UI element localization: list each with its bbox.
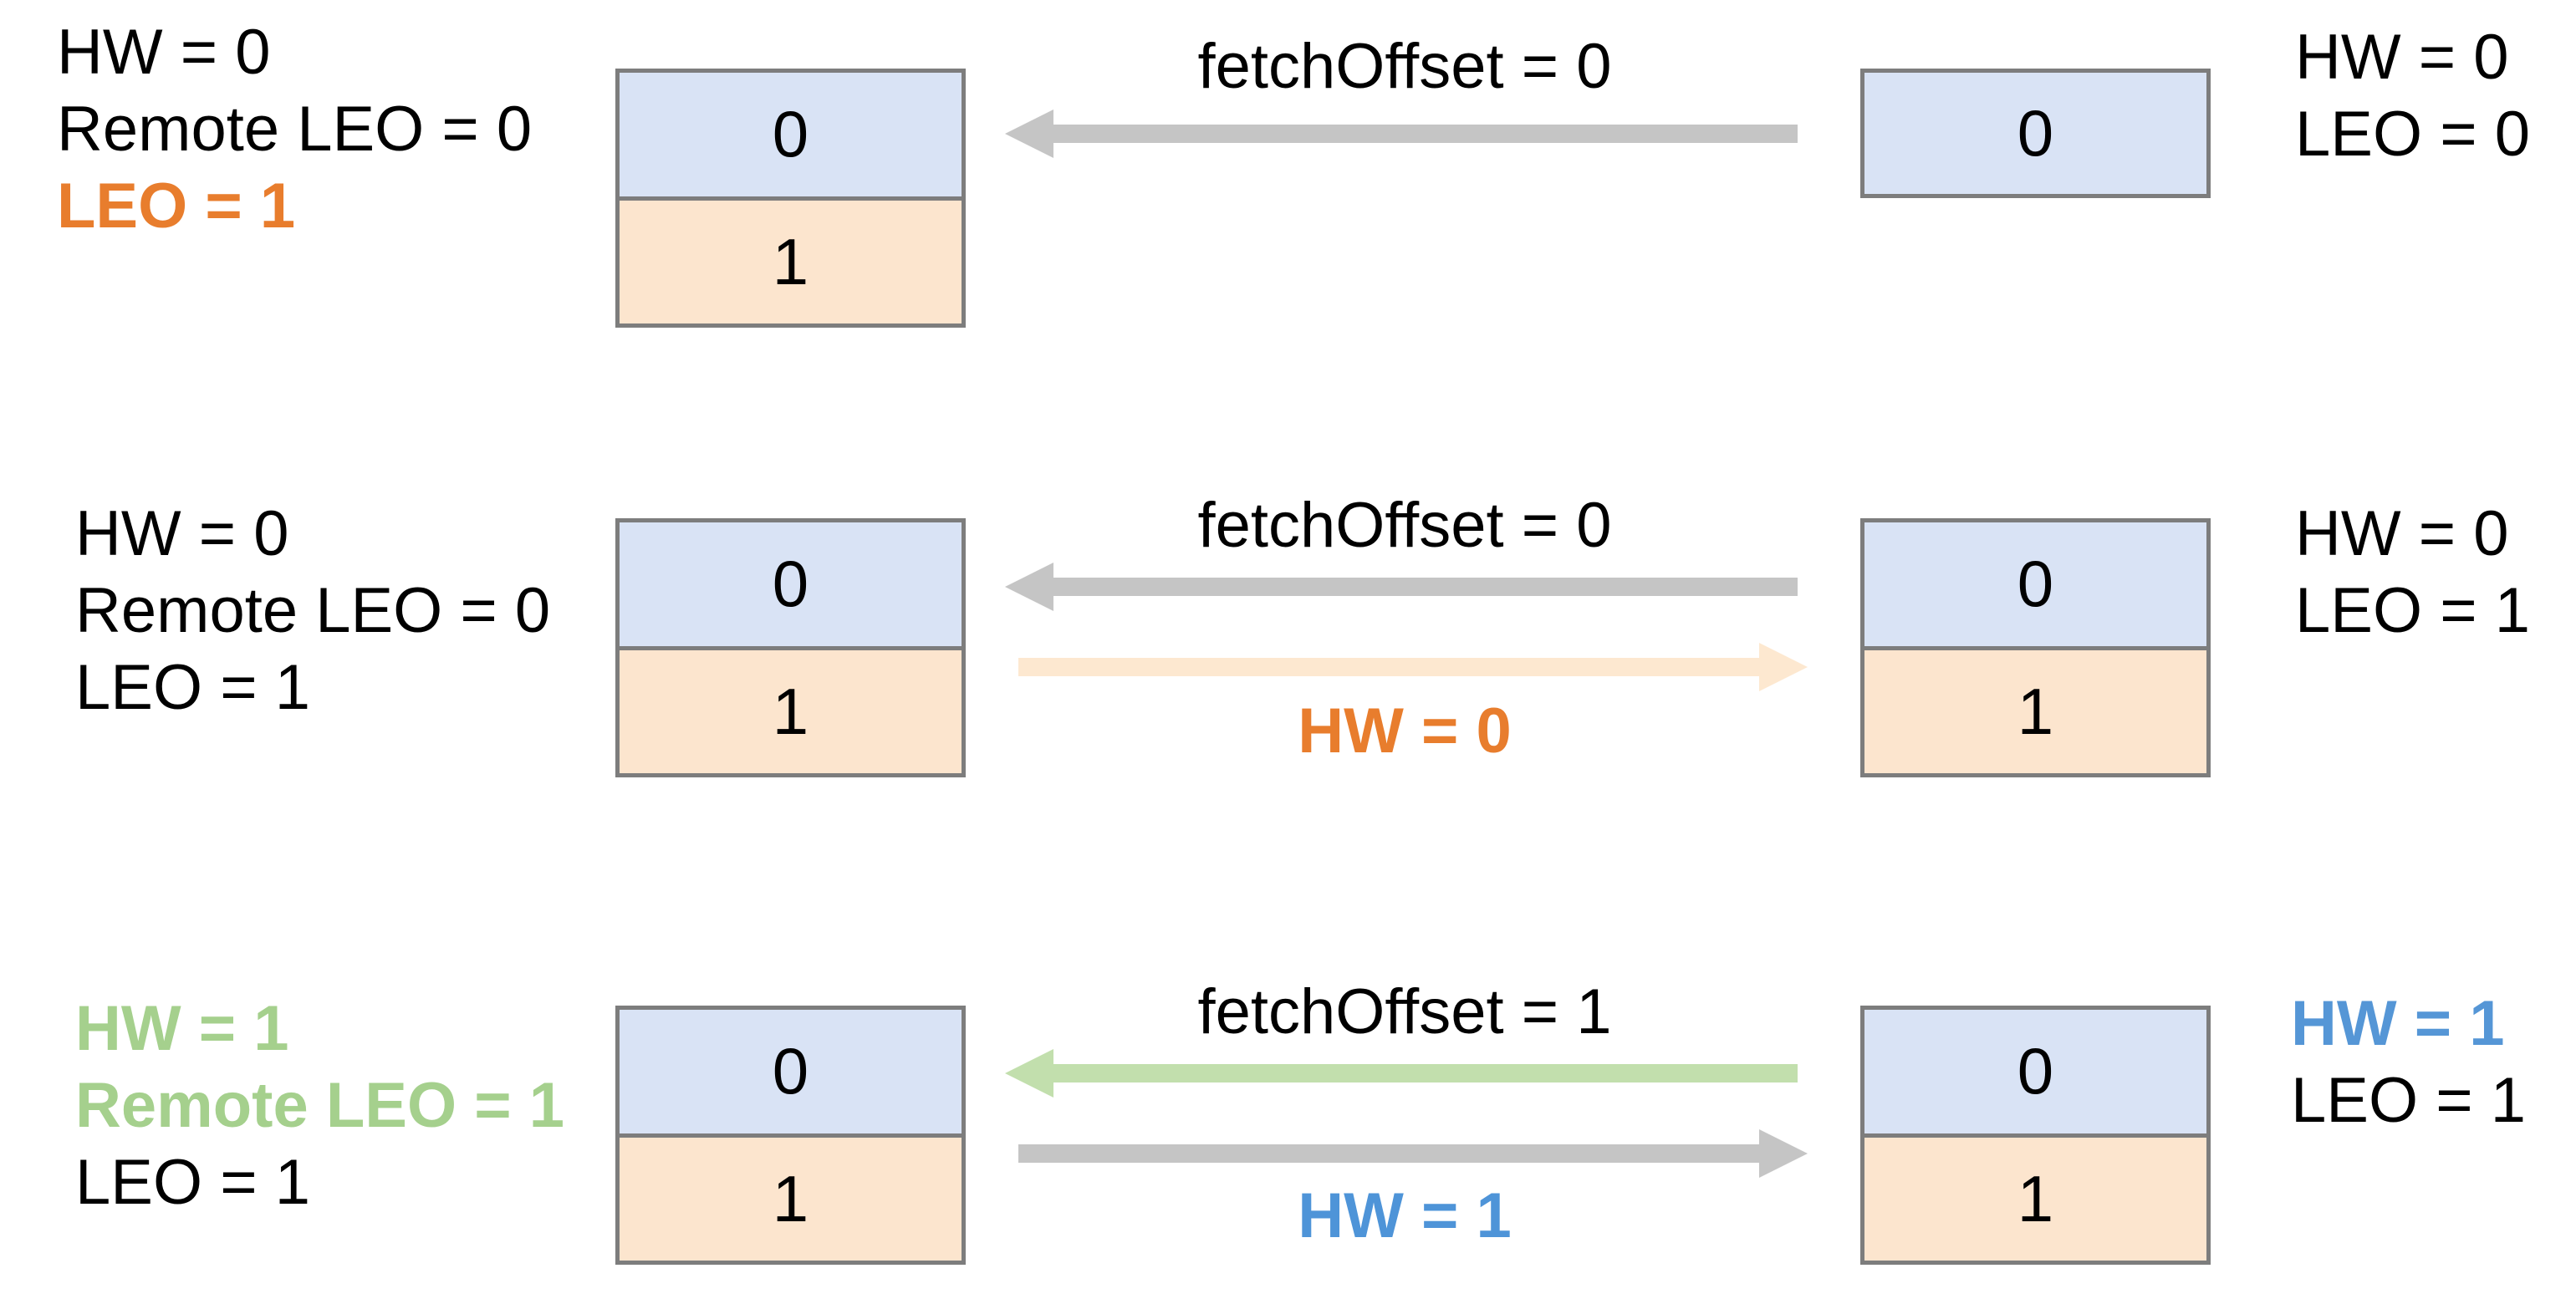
- arrow-shaft: [1018, 1144, 1759, 1163]
- state-label: HW = 0: [57, 17, 271, 88]
- leader-log-box: 0 1: [615, 1006, 966, 1265]
- leader-log-box: 0 1: [615, 518, 966, 777]
- log-entry-cell: 0: [620, 73, 962, 196]
- hw-response-label: HW = 1: [1298, 1180, 1512, 1251]
- state-label: HW = 1: [75, 993, 289, 1064]
- log-entry-cell: 1: [620, 1133, 962, 1261]
- left-arrow-head-icon: [1005, 563, 1053, 611]
- fetch-offset-label: fetchOffset = 1: [1197, 976, 1612, 1047]
- log-entry-cell: 1: [620, 645, 962, 773]
- log-entry-cell: 1: [1864, 645, 2206, 773]
- log-entry-cell: 0: [1864, 522, 2206, 646]
- state-label: LEO = 0: [2295, 99, 2530, 170]
- arrow-shaft: [1018, 658, 1759, 676]
- log-entry-cell: 0: [620, 1010, 962, 1133]
- fetch-offset-label: fetchOffset = 0: [1197, 31, 1612, 102]
- leader-log-box: 0 1: [615, 69, 966, 328]
- arrow-shaft: [1050, 1064, 1798, 1082]
- right-arrow-head-icon: [1759, 643, 1808, 691]
- follower-log-box: 0: [1860, 69, 2211, 198]
- left-arrow-head-icon: [1005, 1049, 1053, 1098]
- log-entry-cell: 0: [620, 522, 962, 646]
- follower-log-box: 0 1: [1860, 518, 2211, 777]
- arrow-shaft: [1050, 125, 1798, 143]
- state-label: LEO = 1: [2291, 1065, 2526, 1136]
- log-entry-cell: 1: [1864, 1133, 2206, 1261]
- state-label: LEO = 1: [75, 1147, 310, 1218]
- leader-state-labels: HW = 1 Remote LEO = 1 LEO = 1: [75, 991, 564, 1221]
- leader-state-labels: HW = 0 Remote LEO = 0 LEO = 1: [75, 496, 550, 726]
- hw-response-label: HW = 0: [1298, 695, 1512, 767]
- state-label: LEO = 1: [57, 171, 296, 242]
- arrow-shaft: [1050, 578, 1798, 596]
- follower-state-labels: HW = 0 LEO = 0: [2295, 19, 2530, 173]
- log-entry-cell: 0: [1864, 1010, 2206, 1133]
- state-label: LEO = 1: [2295, 575, 2530, 646]
- right-arrow-head-icon: [1759, 1129, 1808, 1178]
- log-entry-cell: 1: [620, 196, 962, 323]
- left-arrow-head-icon: [1005, 110, 1053, 158]
- follower-state-labels: HW = 1 LEO = 1: [2291, 986, 2526, 1139]
- log-entry-cell: 0: [1864, 73, 2206, 194]
- state-label: HW = 1: [2291, 988, 2505, 1059]
- state-label: LEO = 1: [75, 652, 310, 723]
- state-label: HW = 0: [2295, 498, 2509, 569]
- state-label: HW = 0: [75, 498, 289, 569]
- state-label: Remote LEO = 0: [57, 94, 533, 165]
- state-label: HW = 0: [2295, 22, 2509, 93]
- state-label: Remote LEO = 1: [75, 1070, 564, 1141]
- fetch-offset-label: fetchOffset = 0: [1197, 490, 1612, 561]
- follower-state-labels: HW = 0 LEO = 1: [2295, 496, 2530, 649]
- leader-state-labels: HW = 0 Remote LEO = 0 LEO = 1: [57, 14, 532, 245]
- follower-log-box: 0 1: [1860, 1006, 2211, 1265]
- state-label: Remote LEO = 0: [75, 575, 551, 646]
